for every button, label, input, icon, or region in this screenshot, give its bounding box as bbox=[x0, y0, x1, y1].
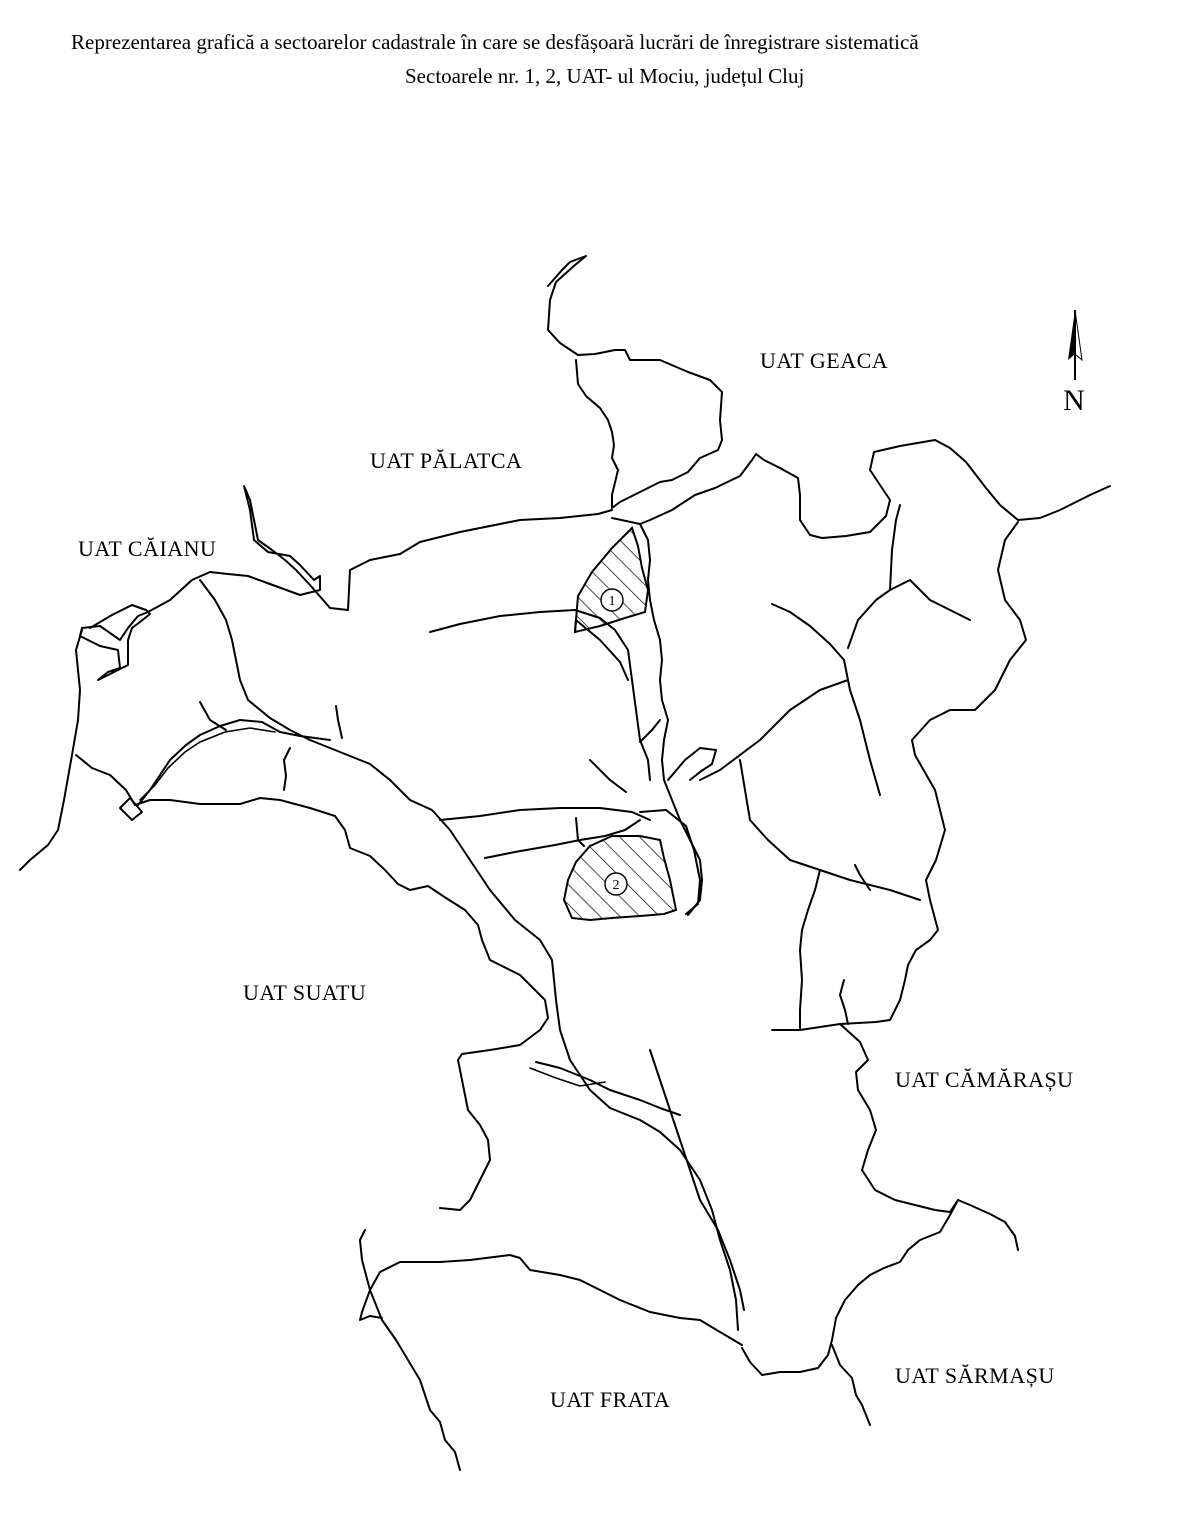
boundary-south-east-2 bbox=[831, 1344, 871, 1426]
interior-5 bbox=[589, 759, 627, 793]
label-uat-camarasu: UAT CĂMĂRAȘU bbox=[895, 1067, 1074, 1092]
interior-8 bbox=[639, 719, 661, 743]
boundary-southeast bbox=[741, 1199, 959, 1376]
south-interior-1 bbox=[535, 1061, 681, 1116]
boundary-west bbox=[19, 629, 83, 871]
east-network-1 bbox=[771, 603, 881, 796]
sector-2-label: 2 bbox=[613, 878, 620, 893]
label-uat-geaca: UAT GEACA bbox=[760, 348, 888, 373]
east-network-8 bbox=[854, 864, 871, 891]
label-uat-frata: UAT FRATA bbox=[550, 1387, 670, 1412]
road-west bbox=[137, 719, 331, 806]
map-title: Reprezentarea grafică a sectoarelor cada… bbox=[71, 30, 919, 54]
boundary-east-2 bbox=[839, 1023, 1019, 1251]
road-west-2 bbox=[139, 727, 276, 801]
south-interior-2 bbox=[529, 1067, 606, 1087]
road-parallel bbox=[639, 523, 703, 916]
road-west-stub bbox=[119, 797, 143, 821]
south-interior-3 bbox=[649, 1049, 745, 1311]
boundary-northeast bbox=[611, 439, 1111, 539]
interior-2 bbox=[575, 619, 629, 681]
sector-1-label: 1 bbox=[609, 594, 616, 609]
boundary-west-2 bbox=[75, 754, 136, 806]
interior-4 bbox=[439, 807, 651, 821]
uat-boundary bbox=[79, 255, 723, 681]
east-network-3 bbox=[889, 504, 901, 591]
boundary-east bbox=[771, 521, 1027, 1031]
title-block: Reprezentarea grafică a sectoarelor cada… bbox=[0, 22, 1182, 102]
north-stream-3 bbox=[335, 705, 343, 739]
boundary-south bbox=[369, 1254, 743, 1471]
label-uat-palatca: UAT PĂLATCA bbox=[370, 448, 522, 473]
east-network-7 bbox=[839, 979, 849, 1025]
east-network-5 bbox=[739, 759, 921, 901]
sector-2-border-east bbox=[639, 809, 701, 915]
map-subtitle: Sectoarele nr. 1, 2, UAT- ul Mociu, jude… bbox=[405, 64, 805, 88]
interior-1 bbox=[429, 609, 651, 781]
boundary-suatu bbox=[134, 797, 549, 1211]
interior-9 bbox=[667, 747, 717, 781]
east-network-4 bbox=[699, 679, 849, 781]
label-uat-sarmasu: UAT SĂRMAȘU bbox=[895, 1363, 1055, 1388]
east-network-6 bbox=[799, 869, 821, 1031]
east-network-2 bbox=[847, 579, 971, 649]
north-arrow: N bbox=[1063, 309, 1085, 417]
label-uat-suatu: UAT SUATU bbox=[243, 980, 366, 1005]
sector-1-marker bbox=[600, 588, 624, 612]
boundary-southwest bbox=[359, 1289, 383, 1321]
sector-1 bbox=[573, 526, 650, 634]
boundary-southwest-2 bbox=[359, 1229, 371, 1291]
north-stream bbox=[283, 747, 291, 791]
road-central bbox=[199, 579, 739, 1331]
interior-6 bbox=[484, 819, 641, 859]
label-uat-caianu: UAT CĂIANU bbox=[78, 536, 216, 561]
sector-2-marker bbox=[604, 872, 628, 896]
north-label: N bbox=[1063, 384, 1085, 417]
interior-7 bbox=[575, 817, 585, 847]
north-stream-2 bbox=[199, 701, 227, 731]
